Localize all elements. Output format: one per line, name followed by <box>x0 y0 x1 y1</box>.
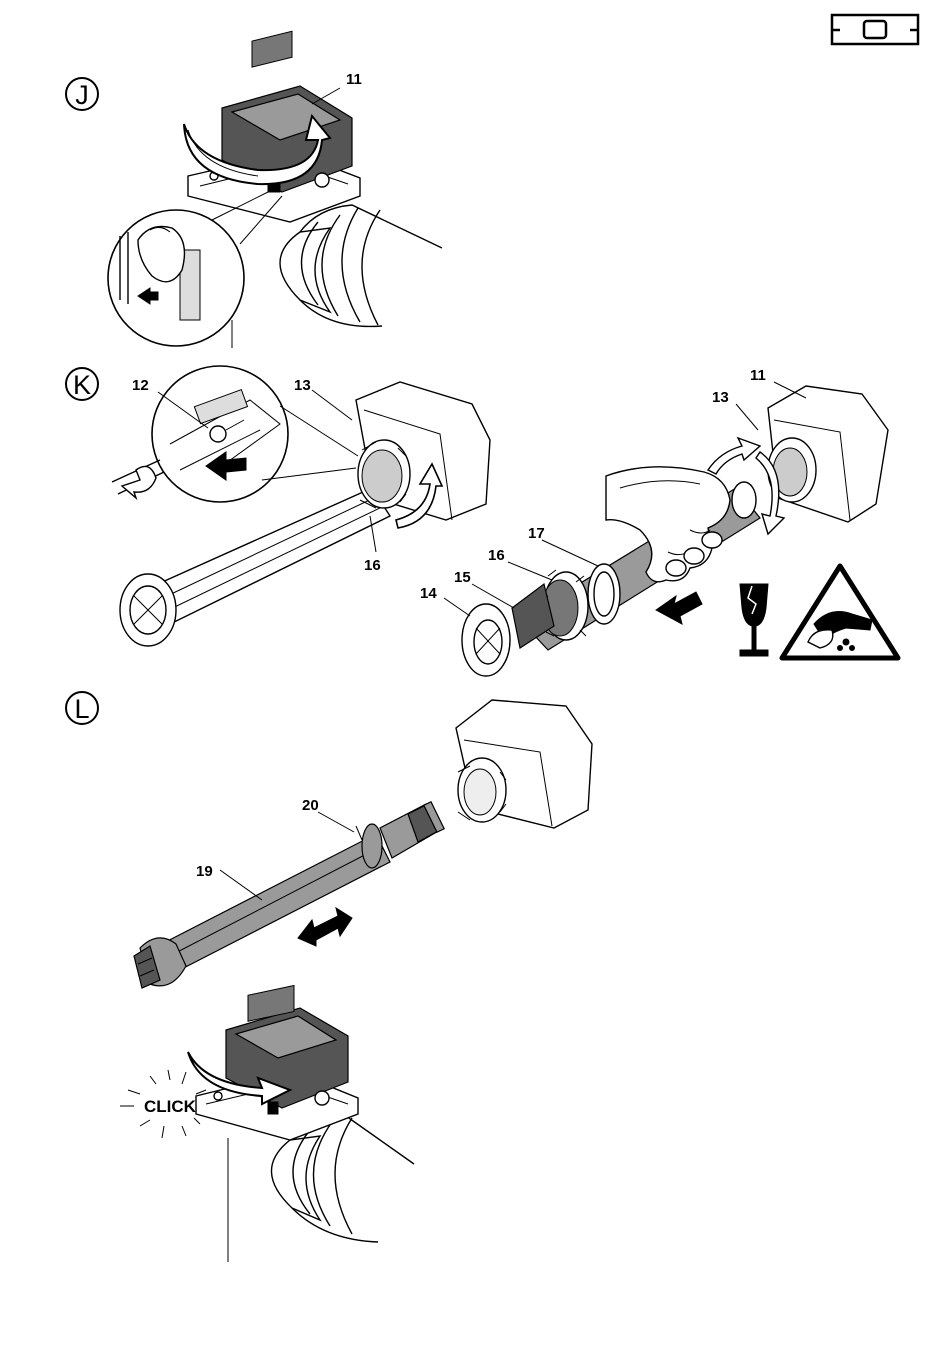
callout-k-16a: 16 <box>364 557 381 574</box>
callout-k-11: 11 <box>750 367 766 384</box>
callout-k-13a: 13 <box>294 377 311 394</box>
step-l-drawing <box>134 700 592 988</box>
step-k-marker: K <box>66 368 98 400</box>
step-k-letter: K <box>73 370 91 400</box>
step-l-marker: L <box>66 692 98 724</box>
step-j-marker: J <box>66 78 98 110</box>
callout-k-13b: 13 <box>712 389 729 406</box>
callout-k-14: 14 <box>420 585 437 602</box>
step-l-click-drawing <box>120 986 414 1262</box>
callout-j-11: 11 <box>346 71 362 88</box>
callout-l-20: 20 <box>302 797 319 814</box>
fragile-glass-icon <box>740 584 768 656</box>
step-l-letter: L <box>74 694 89 724</box>
click-label: CLICK <box>144 1097 197 1116</box>
callout-k-12: 12 <box>132 377 149 394</box>
callout-k-17: 17 <box>528 525 545 542</box>
step-j-letter: J <box>75 80 89 110</box>
square-in-rectangle-icon <box>832 15 918 44</box>
step-j-drawing <box>108 31 442 348</box>
callout-k-15: 15 <box>454 569 471 586</box>
callout-k-16b: 16 <box>488 547 505 564</box>
step-k-left-drawing <box>112 366 490 646</box>
corrosive-hazard-triangle-icon <box>782 566 898 658</box>
callout-l-19: 19 <box>196 863 213 880</box>
